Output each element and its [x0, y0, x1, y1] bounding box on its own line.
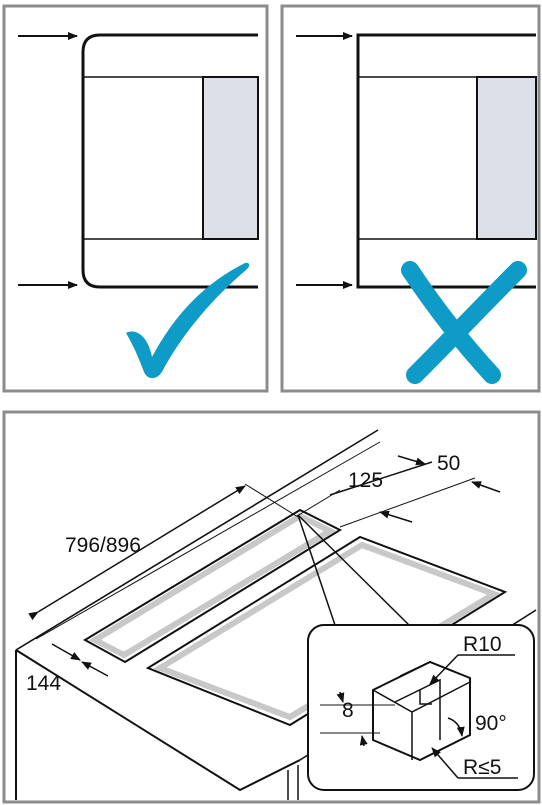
detail-thickness-label: 8 [342, 699, 354, 722]
detail-leader-r5 [431, 747, 459, 779]
corner-detail-inner [372, 678, 471, 760]
seal-rear [153, 541, 501, 721]
square-cutout-outline [356, 33, 536, 289]
rounded-cutout-outline [81, 33, 258, 289]
hob-panel [202, 76, 259, 240]
dim-length-ext-1 [15, 627, 53, 651]
incorrect-panel [280, 4, 541, 393]
check-icon [126, 262, 250, 379]
detail-r5-label: R≤5 [463, 756, 501, 779]
detail-thickness-arrow-1 [336, 691, 345, 703]
detail-leader-2 [297, 514, 411, 627]
dim-length-ext-2 [244, 483, 299, 518]
dim-gap-line [329, 461, 433, 496]
detail-leader-1 [297, 514, 341, 641]
correct-panel [2, 4, 269, 393]
dim-width-arrow-2 [471, 481, 501, 493]
dim-gap-label: 125 [348, 469, 383, 492]
dim-leader-arrow [379, 510, 413, 523]
detail-callout: R10 8 90° R≤5 [307, 624, 535, 791]
dim-length-label: 796/896 [65, 534, 141, 557]
detail-leader-r10 [429, 654, 459, 685]
dim-width-arrow-1 [397, 455, 426, 466]
dim-length-line [28, 485, 246, 621]
worktop-front-edge [15, 649, 301, 792]
corner-detail-top [399, 661, 456, 705]
cutout-rear [145, 535, 508, 727]
detail-r10-label: R10 [463, 633, 502, 656]
detail-angle-arc [447, 717, 465, 737]
hob-panel-2 [476, 76, 537, 240]
cross-icon [401, 261, 527, 384]
detail-thickness-arrow-2 [359, 735, 368, 747]
dim-side-label: 144 [26, 672, 61, 695]
detail-angle-label: 90° [475, 712, 507, 735]
dim-width-label: 50 [437, 452, 460, 475]
dim-gap-ext-2 [339, 477, 476, 528]
dim-side-arrow-2 [81, 661, 109, 677]
installation-panel: 796/896 125 50 144 R10 [2, 410, 541, 804]
dim-side-arrow-1 [51, 643, 81, 661]
